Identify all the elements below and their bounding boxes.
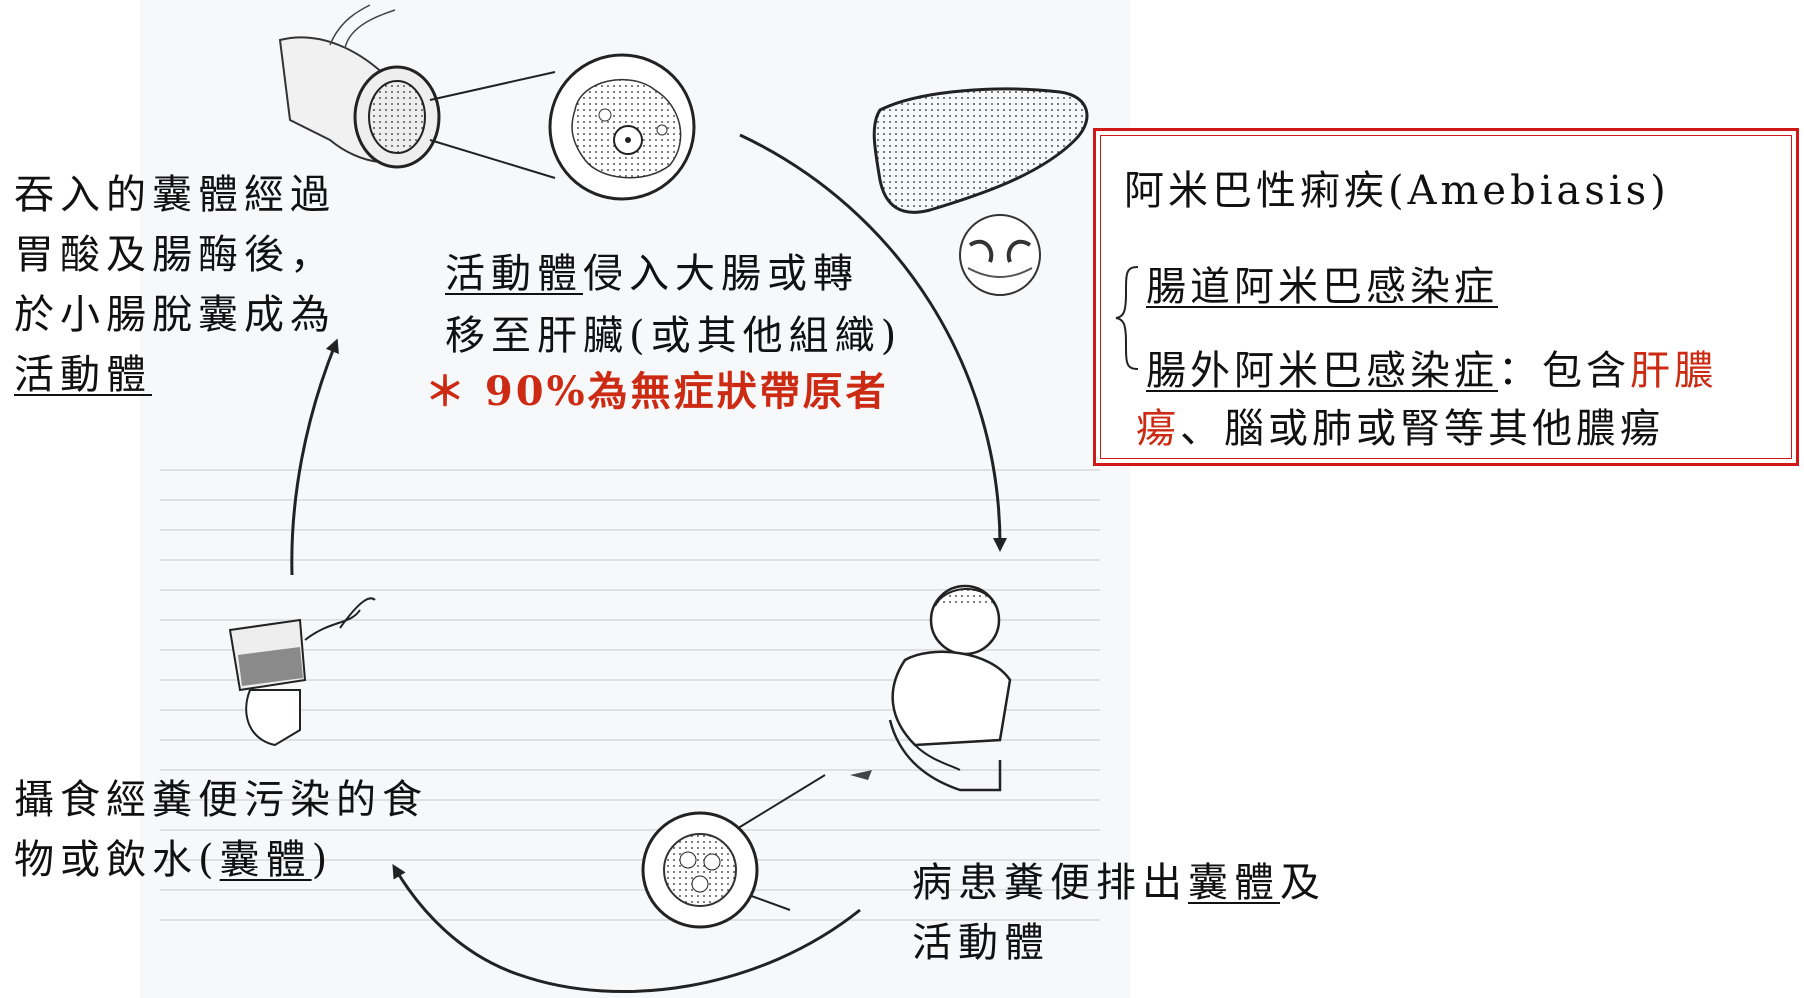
arrow-to-intestine bbox=[290, 338, 339, 576]
text-line: 活動體侵入大腸或轉 bbox=[445, 251, 859, 297]
text-line: 吞入的囊體經過 bbox=[14, 172, 336, 218]
label-cyst-ingestion: 吞入的囊體經過 胃酸及腸酶後， 於小腸脫囊成為 活動體 bbox=[14, 165, 336, 405]
text-line: 於小腸脫囊成為 bbox=[14, 292, 336, 338]
intestine-illustration bbox=[278, 4, 441, 169]
info-item-extraintestinal: 腸外阿米巴感染症：包含肝膿 bbox=[1146, 348, 1718, 394]
label-excretion: 病患糞便排出囊體及 活動體 bbox=[912, 853, 1326, 973]
drinking-cup-illustration bbox=[228, 597, 376, 747]
text-line: 移至肝臟(或其他組織) bbox=[445, 313, 903, 359]
liver-illustration bbox=[872, 87, 1089, 296]
label-trophozoite-invasion: 活動體侵入大腸或轉 移至肝臟(或其他組織) bbox=[445, 243, 902, 367]
brace-icon bbox=[1115, 266, 1139, 370]
info-box-title: 阿米巴性痢疾(Amebiasis) bbox=[1124, 168, 1670, 214]
trophozoite-magnified bbox=[429, 53, 696, 201]
patient-illustration bbox=[850, 584, 1012, 792]
text-line: 攝食經糞便污染的食 bbox=[14, 777, 428, 823]
text-line: 胃酸及腸酶後， bbox=[14, 232, 336, 278]
arrow-to-ingestion bbox=[392, 863, 861, 994]
amebiasis-info-box: 阿米巴性痢疾(Amebiasis) 腸道阿米巴感染症 腸外阿米巴感染症：包含肝膿… bbox=[1093, 128, 1799, 466]
asymptomatic-note: ＊ 90%為無症狀帶原者 bbox=[425, 368, 889, 415]
cyst-magnified bbox=[641, 774, 826, 929]
label-ingestion: 攝食經糞便污染的食 物或飲水(囊體) bbox=[14, 770, 428, 890]
text-line: 物或飲水(囊體) bbox=[14, 837, 334, 883]
info-item-intestinal: 腸道阿米巴感染症 bbox=[1146, 264, 1498, 310]
text-line: 活動體 bbox=[912, 920, 1050, 966]
info-item-extraintestinal-cont: 瘍、腦或肺或腎等其他膿瘍 bbox=[1136, 406, 1664, 452]
text-line: 活動體 bbox=[14, 352, 152, 398]
arrow-to-patient bbox=[739, 133, 1007, 552]
cycle-arrows bbox=[290, 133, 1007, 994]
text-line: 病患糞便排出囊體及 bbox=[912, 860, 1326, 906]
